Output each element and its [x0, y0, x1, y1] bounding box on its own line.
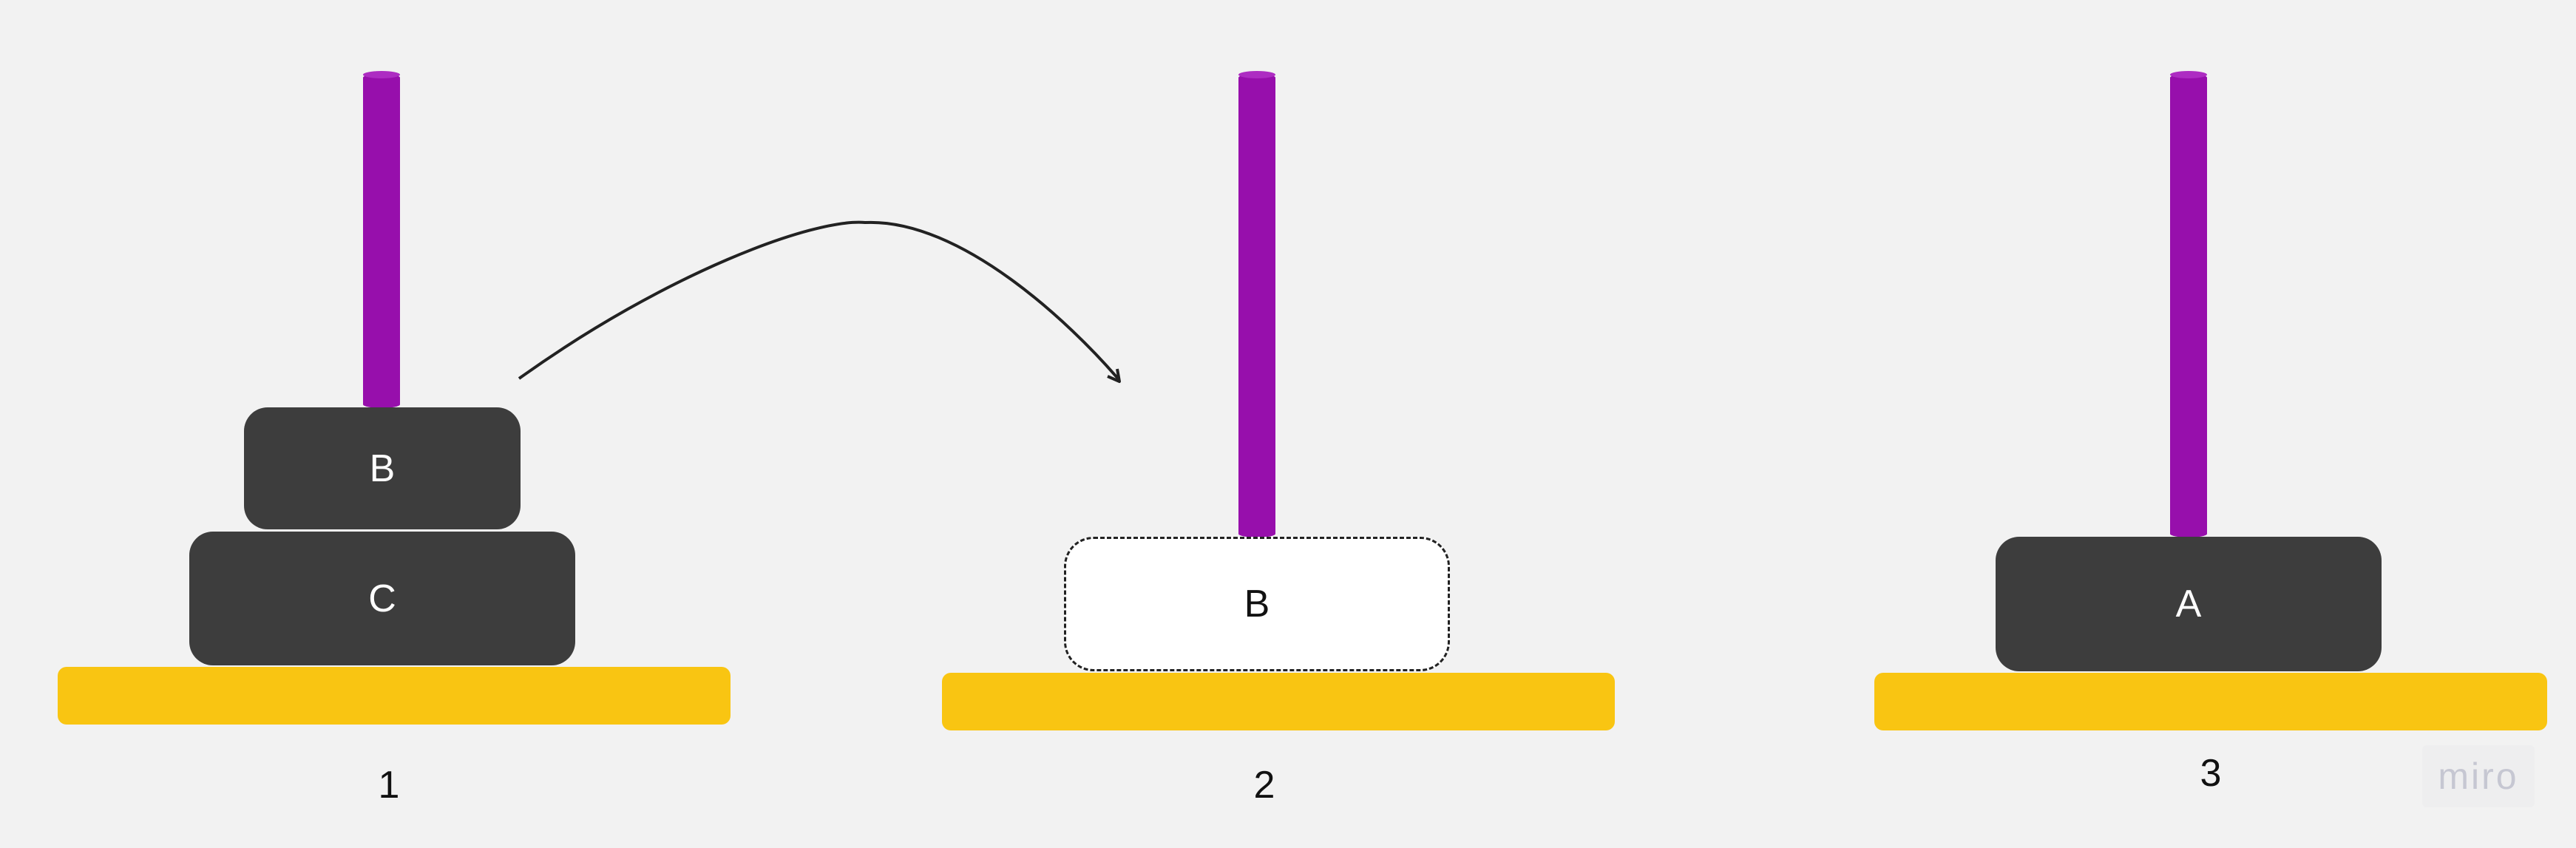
tower-2-label: 2 — [1253, 764, 1275, 807]
tower-2-rod — [1238, 71, 1275, 537]
tower-1-base — [58, 667, 731, 725]
tower-2-ghost-disk-b: B — [1064, 537, 1450, 671]
tower-3-label: 3 — [2200, 752, 2222, 795]
tower-2-base — [942, 673, 1615, 730]
tower-3-disk-a: A — [1996, 537, 2382, 671]
tower-3-rod — [2170, 71, 2207, 537]
tower-1-disk-b: B — [244, 407, 521, 529]
tower-1-disk-c: C — [189, 532, 575, 665]
tower-3-base — [1874, 673, 2547, 730]
disk-label: C — [368, 577, 396, 620]
watermark-text: miro — [2438, 756, 2519, 797]
tower-1-rod — [363, 71, 400, 408]
arrowhead-icon — [1107, 368, 1121, 383]
disk-label: B — [1244, 583, 1270, 625]
miro-logo: miro — [2422, 745, 2535, 807]
move-arrow-curve — [518, 220, 1119, 380]
disk-label: B — [369, 447, 396, 490]
disk-label: A — [2175, 583, 2202, 625]
tower-1-label: 1 — [378, 764, 400, 807]
